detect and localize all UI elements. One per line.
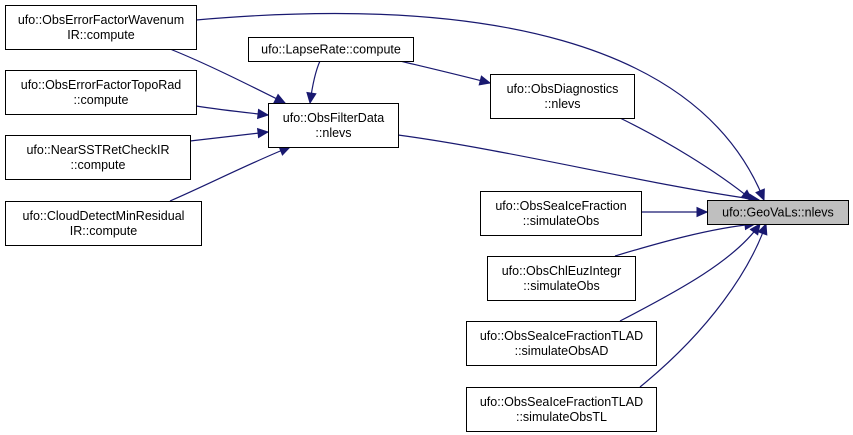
node-box: [466, 321, 657, 366]
node-box: [480, 191, 642, 236]
edge-line: [189, 131, 269, 142]
arrowhead: [696, 206, 709, 218]
arrowhead: [306, 91, 317, 105]
node-label: ufo::ObsDiagnostics: [507, 82, 619, 96]
edge-line: [639, 223, 767, 388]
node-diag[interactable]: ufo::ObsDiagnostics::nlevs: [490, 74, 635, 119]
edge-lapse-to-diag: [399, 60, 492, 86]
node-box: [248, 37, 414, 62]
arrowhead: [755, 188, 765, 202]
node-filterdata[interactable]: ufo::ObsFilterData::nlevs: [268, 103, 399, 148]
edge-line: [399, 60, 491, 84]
node-errtopo[interactable]: ufo::ObsErrorFactorTopoRad::compute: [5, 70, 197, 115]
node-label: ::nlevs: [315, 126, 351, 140]
edge-line: [619, 223, 761, 322]
node-lapse[interactable]: ufo::LapseRate::compute: [248, 37, 414, 62]
node-box: [268, 103, 399, 148]
edge-line: [169, 146, 291, 202]
edge-errwave-to-geovals: [195, 12, 765, 202]
edge-line: [195, 105, 269, 116]
node-seaice_ad[interactable]: ufo::ObsSeaIceFractionTLAD::simulateObsA…: [466, 321, 657, 366]
arrowhead: [757, 222, 768, 236]
node-box: [490, 74, 635, 119]
node-box: [5, 5, 197, 50]
node-label: ufo::ObsErrorFactorTopoRad: [21, 78, 182, 92]
arrowhead: [256, 108, 270, 120]
node-label: ufo::ObsFilterData: [283, 111, 384, 125]
edge-errwave-to-filterdata: [169, 48, 287, 104]
edge-seaice-to-geovals: [641, 206, 709, 218]
edge-line: [195, 12, 765, 201]
node-box: [5, 70, 197, 115]
node-label: IR::compute: [67, 28, 134, 42]
node-box: [707, 200, 849, 225]
edge-seaice_ad-to-geovals: [619, 223, 761, 322]
node-box: [466, 387, 657, 432]
node-label: ufo::ObsSeaIceFractionTLAD: [480, 395, 643, 409]
node-geovals[interactable]: ufo::GeoVaLs::nlevs: [707, 200, 849, 225]
node-box: [487, 256, 636, 301]
edges-layer: [169, 12, 768, 388]
node-seaice[interactable]: ufo::ObsSeaIceFraction::simulateObs: [480, 191, 642, 236]
node-label: IR::compute: [70, 224, 137, 238]
edge-line: [614, 223, 756, 257]
edge-line: [169, 48, 286, 104]
edge-errtopo-to-filterdata: [195, 105, 270, 120]
node-label: ::simulateObsTL: [516, 410, 607, 424]
edge-lapse-to-filterdata: [306, 60, 321, 105]
edge-seaice_tl-to-geovals: [639, 222, 768, 388]
node-box: [5, 201, 202, 246]
node-label: ::simulateObsAD: [515, 344, 609, 358]
node-box: [5, 135, 191, 180]
node-chleuz[interactable]: ufo::ObsChlEuzIntegr::simulateObs: [487, 256, 636, 301]
arrowhead: [478, 75, 492, 86]
node-label: ufo::NearSSTRetCheckIR: [26, 143, 169, 157]
edge-line: [397, 134, 760, 201]
edge-line: [619, 117, 753, 201]
node-nearsst[interactable]: ufo::NearSSTRetCheckIR::compute: [5, 135, 191, 180]
node-label: ufo::ObsErrorFactorWavenum: [18, 13, 184, 27]
node-label: ufo::ObsSeaIceFraction: [495, 199, 626, 213]
node-label: ::simulateObs: [523, 279, 599, 293]
node-label: ufo::ObsSeaIceFractionTLAD: [480, 329, 643, 343]
node-label: ::compute: [71, 158, 126, 172]
arrowhead: [256, 127, 270, 139]
nodes-layer: ufo::GeoVaLs::nlevs ufo::LapseRate::compu…: [5, 5, 849, 432]
edge-nearsst-to-filterdata: [189, 127, 270, 142]
node-label: ::simulateObs: [523, 214, 599, 228]
node-label: ufo::LapseRate::compute: [261, 43, 401, 57]
node-label: ufo::ObsChlEuzIntegr: [502, 264, 622, 278]
node-label: ::nlevs: [544, 97, 580, 111]
node-seaice_tl[interactable]: ufo::ObsSeaIceFractionTLAD::simulateObsT…: [466, 387, 657, 432]
node-label: ::compute: [74, 93, 129, 107]
node-label: ufo::CloudDetectMinResidual: [23, 209, 185, 223]
node-label: ufo::GeoVaLs::nlevs: [722, 206, 834, 220]
arrowhead: [273, 93, 287, 104]
